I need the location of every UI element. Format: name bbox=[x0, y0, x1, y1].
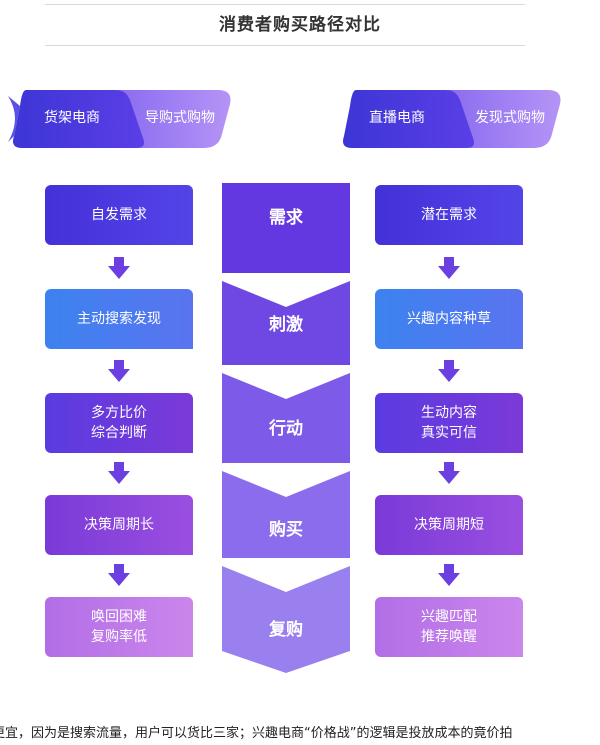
stage-block-2 bbox=[222, 281, 350, 365]
bottom-paragraph-text: 更宜，因为是搜索流量，用户可以货比三家；兴趣电商“价格战”的逻辑是投放成本的竟价… bbox=[0, 726, 513, 741]
down-arrow-icon bbox=[108, 462, 130, 484]
down-arrow-icon bbox=[108, 257, 130, 279]
right-header-secondary: 发现式购物 bbox=[475, 110, 545, 126]
left-header-secondary: 导购式购物 bbox=[145, 110, 215, 126]
stage-block-5 bbox=[222, 566, 350, 673]
left-header-ribbon bbox=[8, 90, 231, 148]
stage-label-action: 行动 bbox=[269, 419, 303, 439]
right-step-box: 兴趣内容种草 bbox=[375, 289, 523, 349]
down-arrow-icon bbox=[438, 360, 460, 382]
stage-block-4 bbox=[222, 471, 350, 558]
down-arrow-icon bbox=[108, 564, 130, 586]
left-step-box: 主动搜索发现 bbox=[45, 289, 193, 349]
right-header-ribbon bbox=[343, 90, 561, 148]
down-arrow-icon bbox=[438, 564, 460, 586]
right-header-primary: 直播电商 bbox=[369, 110, 425, 126]
title-underline bbox=[45, 45, 525, 46]
top-divider bbox=[45, 4, 525, 5]
stage-label-stimulus: 刺激 bbox=[269, 315, 303, 335]
right-step-box: 生动内容 真实可信 bbox=[375, 393, 523, 453]
right-step-box: 潜在需求 bbox=[375, 185, 523, 245]
left-step-box: 决策周期长 bbox=[45, 495, 193, 555]
stage-block-1 bbox=[222, 183, 350, 273]
down-arrow-icon bbox=[438, 257, 460, 279]
right-step-box: 兴趣匹配 推荐唤醒 bbox=[375, 597, 523, 657]
left-header-primary: 货架电商 bbox=[44, 110, 100, 126]
stage-label-repurchase: 复购 bbox=[269, 620, 303, 640]
left-step-box: 自发需求 bbox=[45, 185, 193, 245]
left-step-box: 多方比价 综合判断 bbox=[45, 393, 193, 453]
stage-label-purchase: 购买 bbox=[269, 520, 303, 540]
down-arrow-icon bbox=[438, 462, 460, 484]
stage-block-3 bbox=[222, 373, 350, 463]
stage-label-demand: 需求 bbox=[269, 208, 303, 228]
page-title: 消费者购买路径对比 bbox=[219, 15, 381, 35]
right-step-box: 决策周期短 bbox=[375, 495, 523, 555]
stage-column bbox=[222, 183, 350, 673]
down-arrow-icon bbox=[108, 360, 130, 382]
left-step-box: 唤回困难 复购率低 bbox=[45, 597, 193, 657]
